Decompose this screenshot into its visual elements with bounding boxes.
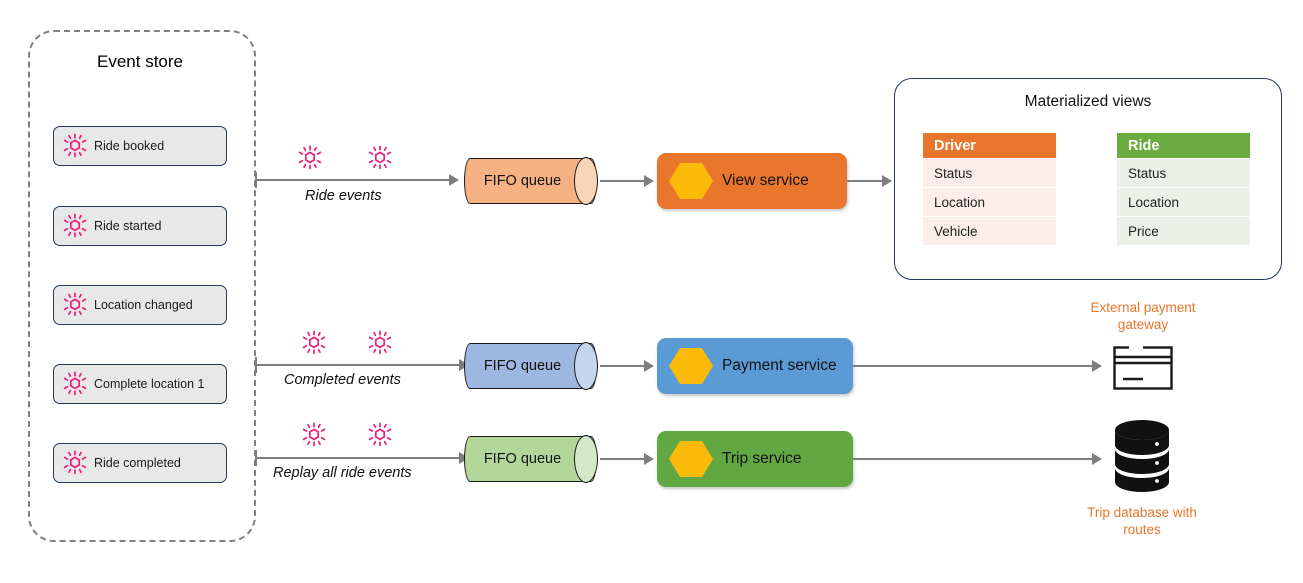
- service-to-database-arrow: [1092, 453, 1102, 465]
- queue-body: [464, 343, 597, 389]
- event-sun-icon: [60, 448, 90, 478]
- service-to-database-line: [853, 458, 1095, 460]
- queue-label: FIFO queue: [483, 451, 562, 467]
- service-view[interactable]: View service: [657, 153, 847, 209]
- flow-sun-icon: [296, 144, 324, 177]
- mv-table-driver: Driver Status Location Vehicle: [923, 133, 1056, 245]
- fifo-queue-top[interactable]: FIFO queue: [464, 157, 598, 205]
- flow-line-completed-events: [255, 364, 461, 366]
- queue-to-service-arrow-1: [644, 175, 654, 187]
- service-trip[interactable]: Trip service: [657, 431, 853, 487]
- flow-caption-replay-events: Replay all ride events: [273, 465, 412, 481]
- hexagon-icon: [668, 161, 714, 201]
- mv-row: Location: [923, 188, 1056, 216]
- fifo-queue-middle[interactable]: FIFO queue: [464, 342, 598, 390]
- service-to-views-arrow: [882, 175, 892, 187]
- queue-cap: [574, 157, 598, 205]
- external-payment-gateway-label: External payment gateway: [1090, 300, 1196, 332]
- queue-to-service-line-3: [600, 458, 646, 460]
- event-sun-icon: [60, 211, 90, 241]
- service-label: View service: [722, 172, 809, 189]
- event-sun-icon: [60, 369, 90, 399]
- service-to-gateway-line: [853, 365, 1095, 367]
- queue-to-service-line-1: [600, 180, 646, 182]
- event-store-title: Event store: [97, 52, 183, 71]
- flow-sun-icon: [366, 329, 394, 362]
- queue-to-service-line-2: [600, 365, 646, 367]
- event-item-location-changed[interactable]: Location changed: [53, 285, 227, 325]
- event-sun-icon: [60, 131, 90, 161]
- event-sun-icon: [60, 290, 90, 320]
- mv-row: Location: [1117, 188, 1250, 216]
- mv-row: Vehicle: [923, 217, 1056, 245]
- flow-sun-icon: [366, 421, 394, 454]
- flow-sun-icon: [300, 329, 328, 362]
- mv-row: Price: [1117, 217, 1250, 245]
- event-item-complete-location-1[interactable]: Complete location 1: [53, 364, 227, 404]
- hexagon-icon: [668, 346, 714, 386]
- materialized-views-panel: Materialized views Driver Status Locatio…: [894, 78, 1282, 280]
- flow-arrow-ride-events: [449, 174, 459, 186]
- mv-table-ride: Ride Status Location Price: [1117, 133, 1250, 245]
- hexagon-icon: [668, 439, 714, 479]
- queue-to-service-arrow-3: [644, 453, 654, 465]
- mv-table-header-ride: Ride: [1117, 133, 1250, 158]
- service-to-gateway-arrow: [1092, 360, 1102, 372]
- flow-caption-completed-events: Completed events: [284, 372, 401, 388]
- event-item-label: Ride started: [94, 219, 162, 233]
- mv-row: Status: [1117, 159, 1250, 187]
- queue-to-service-arrow-2: [644, 360, 654, 372]
- mv-row: Status: [923, 159, 1056, 187]
- flow-caption-ride-events: Ride events: [305, 188, 382, 204]
- trip-database-label: Trip database with routes: [1087, 505, 1197, 537]
- flow-line-replay-events: [255, 457, 461, 459]
- flow-line-ride-events: [255, 179, 451, 181]
- service-label: Payment service: [722, 357, 837, 374]
- event-item-ride-completed[interactable]: Ride completed: [53, 443, 227, 483]
- queue-label: FIFO queue: [483, 173, 562, 189]
- event-item-label: Ride booked: [94, 139, 165, 153]
- event-store-container: [28, 30, 256, 542]
- flow-sun-icon: [300, 421, 328, 454]
- service-label: Trip service: [722, 450, 802, 467]
- materialized-views-title: Materialized views: [1024, 93, 1152, 110]
- queue-cap: [574, 435, 598, 483]
- mv-table-header-driver: Driver: [923, 133, 1056, 158]
- service-payment[interactable]: Payment service: [657, 338, 853, 394]
- event-item-label: Ride completed: [94, 456, 181, 470]
- queue-cap: [574, 342, 598, 390]
- event-item-label: Location changed: [94, 298, 193, 312]
- credit-card-icon: [1113, 346, 1173, 395]
- event-item-ride-started[interactable]: Ride started: [53, 206, 227, 246]
- event-item-label: Complete location 1: [94, 377, 205, 391]
- service-to-views-line: [847, 180, 891, 182]
- queue-label: FIFO queue: [483, 358, 562, 374]
- flow-sun-icon: [366, 144, 394, 177]
- event-item-ride-booked[interactable]: Ride booked: [53, 126, 227, 166]
- database-icon: [1110, 418, 1174, 499]
- fifo-queue-bottom[interactable]: FIFO queue: [464, 435, 598, 483]
